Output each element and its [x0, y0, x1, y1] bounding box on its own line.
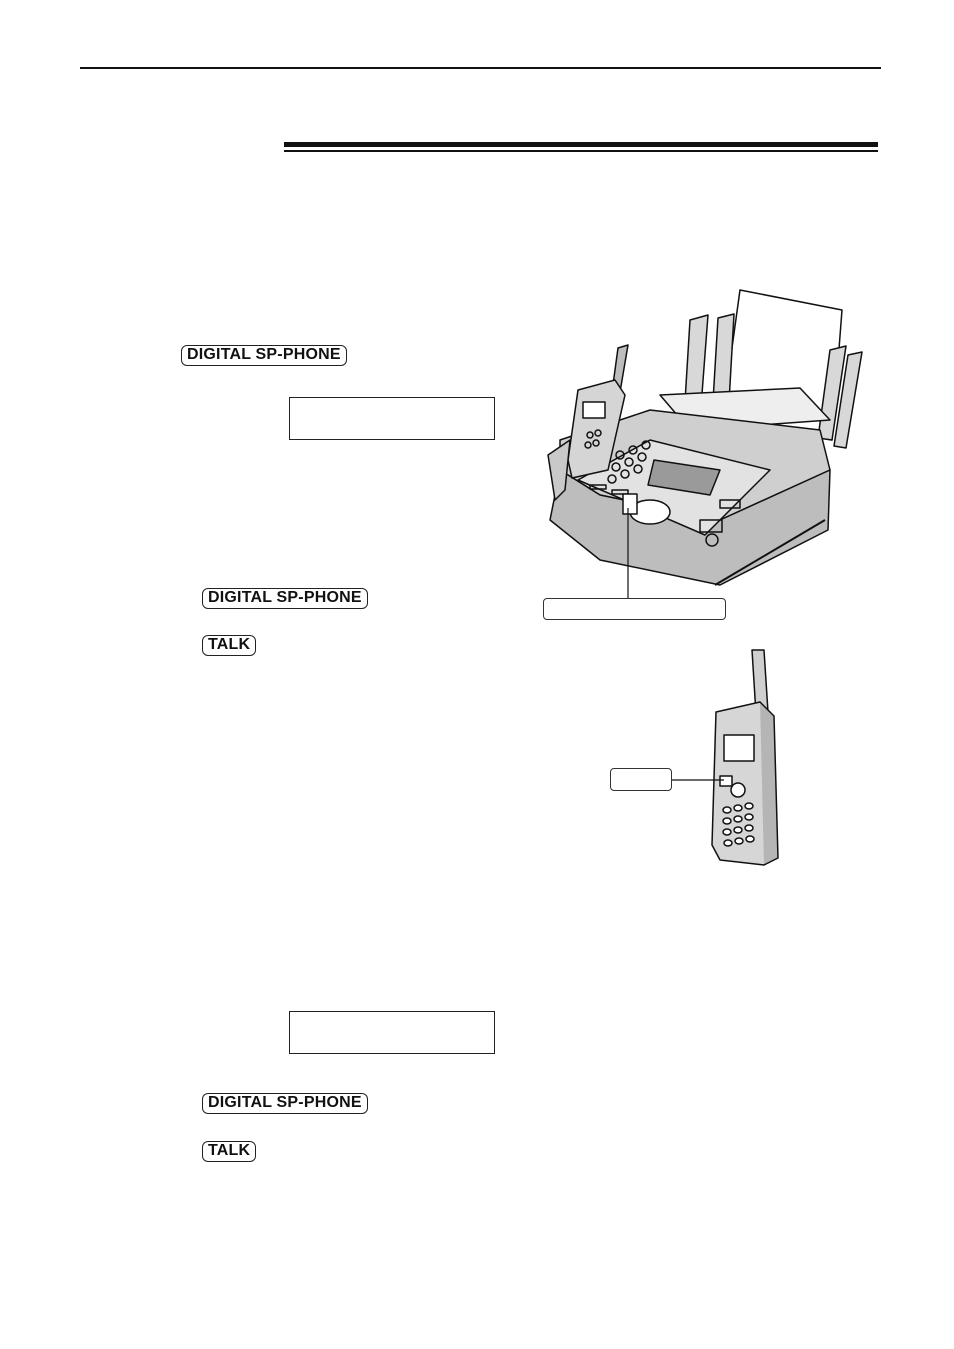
title-rule-thick	[284, 142, 878, 147]
handset-callout-label	[610, 768, 672, 791]
header-rule	[80, 67, 881, 69]
lcd-display-box	[289, 1011, 495, 1054]
digital-sp-phone-key: DIGITAL SP-PHONE	[181, 345, 347, 366]
fax-callout-label	[543, 598, 726, 620]
lcd-display-box	[289, 397, 495, 440]
talk-key: TALK	[202, 1141, 257, 1162]
talk-key: TALK	[202, 635, 257, 656]
title-rule-thin	[284, 150, 878, 152]
digital-sp-phone-key: DIGITAL SP-PHONE	[202, 1093, 368, 1114]
digital-sp-phone-key: DIGITAL SP-PHONE	[202, 588, 368, 609]
